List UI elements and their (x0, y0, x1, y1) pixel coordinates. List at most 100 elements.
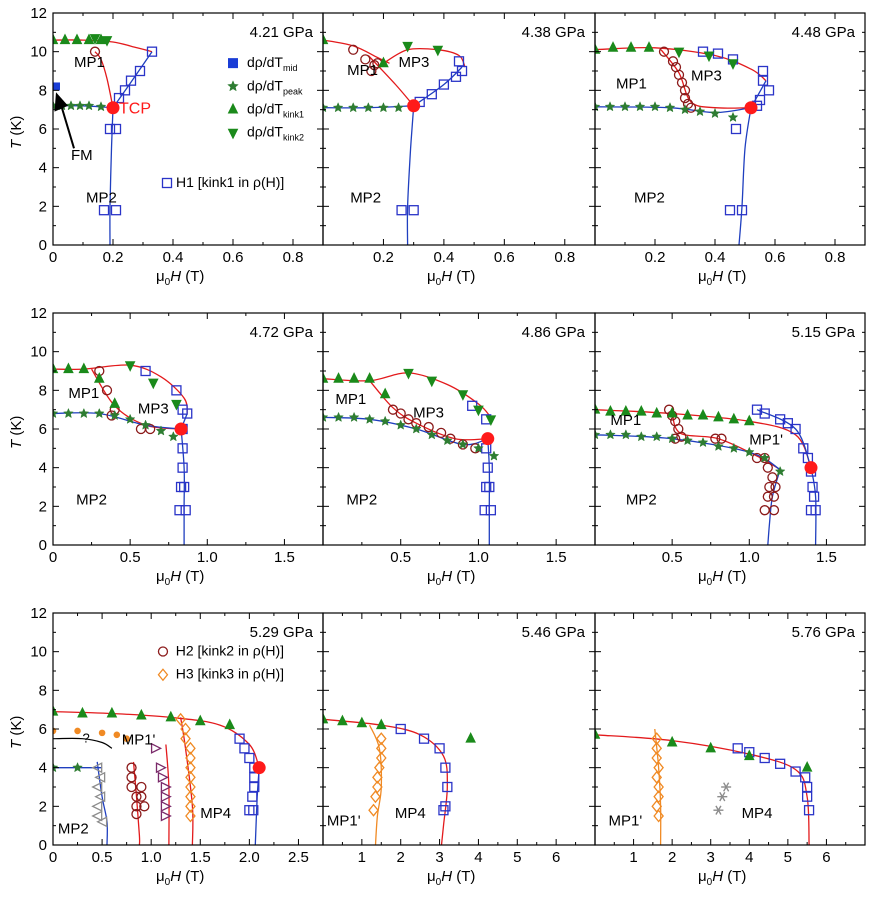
peak-point (332, 102, 344, 113)
h1-point (774, 758, 786, 769)
x-tick-label: 4 (474, 849, 482, 866)
x-axis-label: μ0H (T) (156, 268, 204, 288)
h2-point (136, 791, 147, 802)
peak-point (604, 101, 616, 112)
x-axis-unit: (T) (452, 868, 475, 885)
x-tick-label: 1.5 (190, 849, 211, 866)
x-axis-label: μ0H (T) (156, 868, 204, 888)
h1-point (174, 505, 185, 516)
kink1-point (697, 408, 709, 420)
pressure-label: 5.46 GPa (522, 624, 586, 641)
x-axis-mu: μ (156, 268, 165, 285)
legend-marker-h3 (157, 668, 169, 682)
h3-point (375, 751, 387, 765)
y-axis-T: T (8, 438, 25, 449)
fit-curve-red (132, 761, 141, 845)
h1-point (712, 48, 724, 59)
h1-point (119, 85, 131, 96)
kink2-point (147, 378, 159, 390)
h2-point (770, 481, 781, 493)
phase-label: MP1 (335, 391, 366, 408)
phase-label: MP1 (74, 54, 105, 71)
fit-curve-red (53, 710, 260, 768)
x-tick-label: 0.5 (120, 549, 141, 566)
kink1-point (620, 404, 632, 416)
x-tick-label: 4 (745, 849, 753, 866)
x-tick-label: 1.0 (141, 849, 162, 866)
legend-sub: kink1 (283, 110, 304, 120)
kink2-point (485, 415, 497, 426)
legend-pre: dρ/dT (247, 77, 283, 93)
orange-dot (74, 727, 81, 735)
h2-point (676, 431, 687, 442)
kink2-point (171, 399, 182, 411)
h1-point (782, 418, 794, 429)
tcp-point (804, 461, 818, 475)
x-tick-label: 5 (784, 849, 792, 866)
h1-point (485, 505, 497, 516)
panel-frame (322, 612, 596, 846)
peak-point (595, 101, 601, 112)
x-tick-label: 0.6 (765, 249, 786, 266)
peak-point (93, 407, 105, 419)
h2-point (658, 46, 670, 57)
legend-pre: dρ/dT (247, 101, 283, 117)
x-axis-unit: (T) (452, 268, 475, 285)
x-tick-label: 0.2 (373, 249, 394, 266)
legend-pre: dρ/dT (247, 124, 283, 140)
h1-point (801, 791, 813, 802)
peak-point (426, 429, 438, 440)
h3-point (185, 799, 196, 813)
h1-point (456, 65, 468, 77)
legend-marker-h1 (161, 177, 173, 189)
fit-curve-blue (738, 107, 752, 245)
h1-point (763, 85, 775, 96)
y-tick-label: 0 (39, 837, 47, 854)
fit-curve-red (53, 39, 153, 53)
x-tick-label: 2 (397, 849, 405, 866)
h3-point (185, 761, 196, 775)
kink1-point (607, 41, 619, 52)
pressure-label: 5.76 GPa (792, 624, 856, 641)
phase-label: MP2 (86, 189, 117, 206)
kink2-point (402, 41, 413, 53)
legend-h: H2 [kink2 in ρ(H)]H3 [kink3 in ρ(H)] (157, 643, 284, 682)
h3-point (175, 712, 186, 726)
fit-curve-blue (487, 438, 491, 545)
kink1-point (465, 732, 476, 743)
y-tick-label: 10 (30, 344, 47, 361)
h1-point (438, 805, 449, 816)
orange-dot (98, 729, 106, 737)
fit-curve-blue (112, 51, 153, 109)
y-tick-label: 12 (30, 5, 47, 22)
h3-point (653, 809, 664, 823)
y-tick-label: 10 (30, 44, 47, 61)
kink1-point (595, 403, 601, 414)
x-axis-label: μ0H (T) (698, 568, 746, 588)
peak-point (364, 413, 375, 424)
x-axis-H: H (441, 868, 452, 885)
phase-label: MP3 (413, 404, 444, 421)
gray-star-point (713, 805, 724, 815)
panel-frame (52, 312, 324, 546)
peak-point (664, 102, 676, 113)
y-tick-label: 6 (39, 421, 47, 438)
gray-left-point (91, 800, 103, 812)
x-tick-label: 0.8 (825, 249, 846, 266)
x-axis-unit: (T) (181, 268, 204, 285)
marker-group (323, 33, 468, 216)
h1-point (798, 443, 809, 454)
y-tick-label: 0 (39, 237, 47, 254)
h1-point (247, 791, 258, 802)
h1-point (810, 505, 821, 516)
x-axis-H: H (441, 268, 452, 285)
kink2-point (124, 361, 136, 372)
h1-point (249, 772, 260, 783)
kink2-point (673, 47, 685, 59)
h1-point (180, 505, 191, 516)
kink1-point (93, 372, 105, 383)
kink1-point (323, 712, 329, 724)
phase-label: MP2 (626, 491, 657, 508)
purple-right-point (157, 771, 169, 783)
